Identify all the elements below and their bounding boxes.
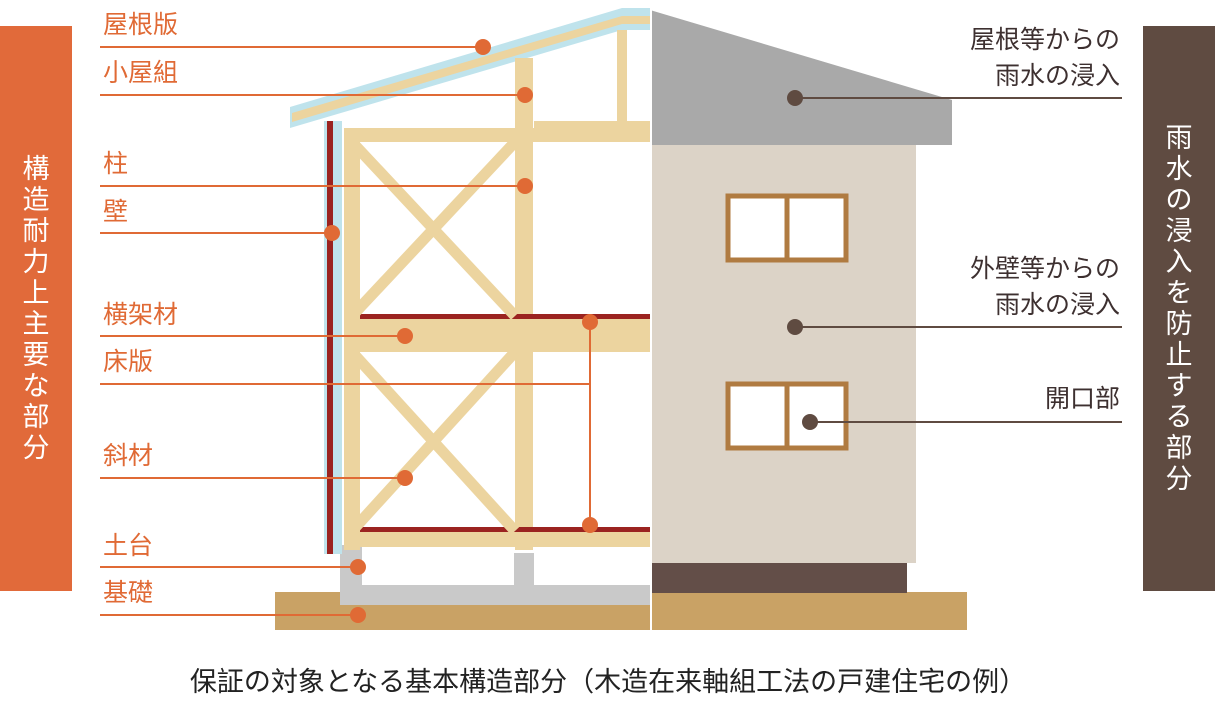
panel-char: を	[1165, 277, 1193, 309]
marker-truss	[517, 87, 533, 103]
label-post: 柱	[103, 149, 129, 178]
panel-char: 分	[22, 432, 50, 464]
panel-char: 部	[1165, 432, 1193, 464]
panel-char: 主	[22, 308, 50, 340]
panel-char: 入	[1165, 246, 1193, 278]
marker-brace	[397, 470, 413, 486]
panel-char: 上	[22, 277, 50, 309]
panel-char: 雨	[1165, 122, 1193, 154]
label-sill: 土台	[103, 531, 154, 560]
panel-char: な	[22, 370, 50, 402]
marker-roof-leak	[787, 90, 803, 106]
marker-beam	[397, 328, 413, 344]
label-opening: 開口部	[1044, 384, 1120, 413]
panel-char: の	[1165, 184, 1193, 216]
panel-char: る	[1165, 401, 1193, 433]
label-wall-leak-line2: 雨水の浸入	[994, 290, 1120, 319]
panel-char: 分	[1165, 463, 1193, 495]
marker-wall-leak	[787, 319, 803, 335]
beam-top-red	[360, 314, 650, 319]
wall-membrane	[327, 121, 333, 554]
panel-char: 止	[1165, 339, 1193, 371]
label-wall-leak-line1: 外壁等からの	[969, 254, 1120, 283]
panel-char: 構	[22, 153, 50, 185]
label-floor: 床版	[103, 347, 154, 376]
marker-beam-right	[582, 314, 598, 330]
panel-char: 浸	[1165, 215, 1193, 247]
label-wall: 壁	[103, 197, 129, 226]
structural-parts-panel: 構造耐力上主要な部分	[0, 26, 72, 591]
caption: 保証の対象となる基本構造部分（木造在来軸組工法の戸建住宅の例）	[189, 667, 1027, 698]
label-roof-leak-line2: 雨水の浸入	[994, 61, 1120, 90]
panel-char: 耐	[22, 215, 50, 247]
label-roof-panel: 屋根版	[103, 10, 179, 39]
panel-char: 水	[1165, 153, 1193, 185]
sill	[344, 531, 650, 547]
panel-char: す	[1165, 370, 1193, 402]
label-brace: 斜材	[103, 441, 154, 470]
horizontal-beam	[344, 316, 650, 352]
panel-char: 造	[22, 184, 50, 216]
panel-char: 力	[22, 246, 50, 278]
marker-roof-panel	[475, 39, 491, 55]
label-roof-leak-line1: 屋根等からの	[969, 25, 1120, 54]
panel-char: 要	[22, 339, 50, 371]
marker-sill	[350, 559, 366, 575]
label-roof-truss: 小屋組	[103, 58, 179, 87]
label-foundation: 基礎	[103, 578, 154, 607]
marker-foundation	[350, 607, 366, 623]
marker-opening	[802, 414, 818, 430]
marker-post	[517, 178, 533, 194]
marker-floor	[582, 517, 598, 533]
exterior-roof	[650, 10, 952, 145]
panel-char: 防	[1165, 308, 1193, 340]
exterior-base	[650, 563, 907, 593]
waterproofing-panel: 雨水の浸入を防止する部分	[1143, 26, 1215, 591]
marker-wall	[324, 225, 340, 241]
panel-char: 部	[22, 401, 50, 433]
label-horizontal-beam: 横架材	[103, 300, 179, 329]
